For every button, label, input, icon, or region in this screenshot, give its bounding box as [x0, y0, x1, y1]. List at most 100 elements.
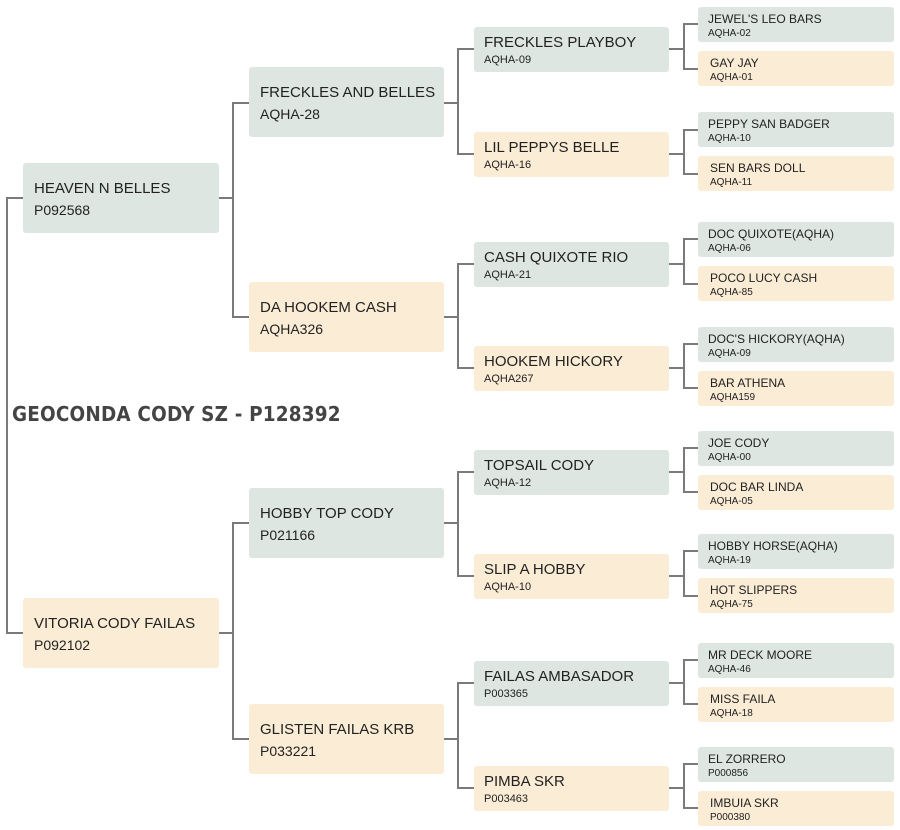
horse-name: CASH QUIXOTE RIO [484, 249, 629, 266]
horse-registration: AQHA-46 [708, 664, 751, 675]
great-grandparent-box[interactable]: CASH QUIXOTE RIO AQHA-21 [474, 242, 669, 287]
sire-box[interactable]: HEAVEN N BELLES P092568 [23, 163, 219, 233]
great-grandparent-box[interactable]: FAILAS AMBASADOR P003365 [474, 661, 669, 706]
great-great-grandparent-box[interactable]: DOC QUIXOTE(AQHA) AQHA-06 [698, 222, 894, 257]
horse-name: VITORIA CODY FAILAS [34, 615, 196, 632]
horse-registration: AQHA-01 [710, 72, 753, 83]
great-great-grandparent-box[interactable]: SEN BARS DOLL AQHA-11 [698, 156, 894, 191]
horse-registration: AQHA159 [710, 392, 756, 403]
horse-registration: AQHA-16 [484, 159, 532, 171]
great-grandparent-box[interactable]: PIMBA SKR P003463 [474, 766, 669, 811]
great-great-grandparent-box[interactable]: HOT SLIPPERS AQHA-75 [698, 578, 894, 613]
horse-name: JOE CODY [708, 436, 770, 450]
horse-name: SLIP A HOBBY [484, 561, 586, 578]
horse-name: DOC BAR LINDA [710, 480, 804, 494]
horse-registration: AQHA-85 [710, 287, 753, 298]
subject-title: GEOCONDA CODY SZ - P128392 [12, 402, 341, 426]
connector-dam [219, 522, 249, 740]
horse-name: DOC QUIXOTE(AQHA) [708, 227, 835, 241]
horse-registration: AQHA-09 [708, 348, 751, 359]
horse-registration: P092568 [34, 202, 91, 218]
great-grandparent-box[interactable]: FRECKLES PLAYBOY AQHA-09 [474, 27, 669, 72]
horse-name: MR DECK MOORE [708, 648, 813, 662]
horse-name: HOT SLIPPERS [710, 583, 798, 597]
connector-ggp7 [669, 659, 698, 705]
horse-name: IMBUIA SKR [710, 796, 779, 810]
great-grandparent-box[interactable]: HOOKEM HICKORY AQHA267 [474, 346, 669, 391]
horse-registration: P000856 [708, 768, 749, 779]
great-great-grandparent-box[interactable]: BAR ATHENA AQHA159 [698, 371, 894, 406]
great-great-grandparent-box[interactable]: MISS FAILA AQHA-18 [698, 687, 894, 722]
great-great-grandparent-box[interactable]: JEWEL'S LEO BARS AQHA-02 [698, 7, 894, 42]
great-grandparent-box[interactable]: LIL PEPPYS BELLE AQHA-16 [474, 132, 669, 177]
great-great-grandparent-box[interactable]: MR DECK MOORE AQHA-46 [698, 643, 894, 678]
grandparent-box[interactable]: GLISTEN FAILAS KRB P033221 [249, 704, 444, 774]
horse-registration: P033221 [260, 743, 317, 759]
great-great-grandparent-box[interactable]: EL ZORRERO P000856 [698, 747, 894, 782]
connector-ggp8 [669, 763, 698, 809]
grandparent-box[interactable]: HOBBY TOP CODY P021166 [249, 488, 444, 558]
connector-ggp4 [669, 343, 698, 389]
horse-registration: AQHA-02 [708, 28, 751, 39]
horse-name: DOC'S HICKORY(AQHA) [708, 332, 845, 346]
horse-name: PEPPY SAN BADGER [708, 117, 830, 131]
horse-registration: AQHA-75 [710, 599, 753, 610]
great-great-grandparent-box[interactable]: PEPPY SAN BADGER AQHA-10 [698, 112, 894, 147]
great-grandparent-box[interactable]: TOPSAIL CODY AQHA-12 [474, 450, 669, 495]
horse-registration: AQHA-18 [710, 708, 753, 719]
horse-name: HOOKEM HICKORY [484, 353, 623, 370]
great-great-grandparent-box[interactable]: GAY JAY AQHA-01 [698, 51, 894, 86]
great-great-grandparent-box[interactable]: HOBBY HORSE(AQHA) AQHA-19 [698, 534, 894, 569]
great-great-grandparent-box[interactable]: JOE CODY AQHA-00 [698, 431, 894, 466]
dam-box[interactable]: VITORIA CODY FAILAS P092102 [23, 598, 219, 668]
connector-gp1 [444, 48, 474, 155]
connector-ggp5 [669, 447, 698, 493]
horse-registration: P092102 [34, 637, 91, 653]
grandparent-box[interactable]: DA HOOKEM CASH AQHA326 [249, 282, 444, 352]
horse-name: PIMBA SKR [484, 773, 565, 790]
horse-registration: AQHA326 [260, 321, 324, 337]
horse-registration: P003463 [484, 793, 529, 805]
horse-registration: P003365 [484, 688, 529, 700]
horse-registration: AQHA-06 [708, 243, 751, 254]
connector-ggp1 [669, 23, 698, 70]
horse-name: FRECKLES PLAYBOY [484, 34, 637, 51]
horse-name: BAR ATHENA [710, 376, 786, 390]
horse-registration: AQHA-10 [708, 133, 751, 144]
grandparent-box[interactable]: FRECKLES AND BELLES AQHA-28 [249, 67, 444, 137]
connector-gp3 [444, 471, 474, 577]
great-great-grandparent-box[interactable]: DOC BAR LINDA AQHA-05 [698, 475, 894, 510]
horse-registration: AQHA-12 [484, 477, 532, 489]
connector-sire [219, 102, 249, 318]
horse-registration: AQHA-28 [260, 106, 320, 122]
horse-registration: AQHA-11 [710, 177, 753, 188]
great-grandparent-box[interactable]: SLIP A HOBBY AQHA-10 [474, 554, 669, 599]
horse-name: FRECKLES AND BELLES [260, 84, 436, 101]
horse-name: SEN BARS DOLL [710, 161, 806, 175]
great-great-grandparent-box[interactable]: IMBUIA SKR P000380 [698, 791, 894, 826]
horse-name: HEAVEN N BELLES [34, 180, 171, 197]
horse-registration: AQHA-00 [708, 452, 751, 463]
connector-gp4 [444, 682, 474, 789]
great-great-grandparent-box[interactable]: POCO LUCY CASH AQHA-85 [698, 266, 894, 301]
horse-name: HOBBY TOP CODY [260, 505, 394, 522]
horse-name: LIL PEPPYS BELLE [484, 139, 620, 156]
horse-registration: P021166 [260, 527, 316, 543]
horse-name: MISS FAILA [710, 692, 776, 706]
horse-registration: AQHA267 [484, 373, 534, 385]
horse-name: HOBBY HORSE(AQHA) [708, 539, 838, 553]
great-great-grandparent-box[interactable]: DOC'S HICKORY(AQHA) AQHA-09 [698, 327, 894, 362]
horse-registration: AQHA-05 [710, 496, 753, 507]
horse-name: DA HOOKEM CASH [260, 299, 397, 316]
horse-registration: AQHA-10 [484, 581, 532, 593]
horse-name: EL ZORRERO [708, 752, 786, 766]
connector-ggp2 [669, 129, 698, 175]
horse-registration: AQHA-21 [484, 269, 532, 281]
horse-name: GAY JAY [710, 56, 759, 70]
horse-name: TOPSAIL CODY [484, 457, 595, 474]
horse-registration: AQHA-19 [708, 555, 751, 566]
horse-name: FAILAS AMBASADOR [484, 668, 635, 685]
horse-name: JEWEL'S LEO BARS [708, 12, 822, 26]
horse-registration: AQHA-09 [484, 54, 532, 66]
